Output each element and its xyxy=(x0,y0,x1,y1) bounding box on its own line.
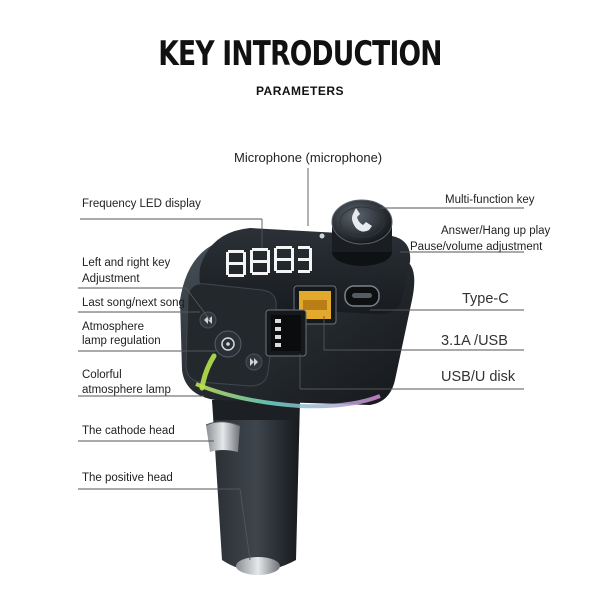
microphone-hole xyxy=(319,233,325,239)
label-atmosphere-2: lamp regulation xyxy=(82,335,161,347)
previous-track-icon xyxy=(204,316,212,324)
label-type-c: Type-C xyxy=(462,291,509,307)
phone-icon xyxy=(352,208,372,232)
label-atmosphere-1: Atmosphere xyxy=(82,321,145,333)
page-subtitle: PARAMETERS xyxy=(255,84,345,98)
led-display xyxy=(226,246,312,277)
label-positive-head: The positive head xyxy=(82,472,173,484)
callout-lines xyxy=(78,168,524,561)
colorful-lamp-glow xyxy=(199,353,217,391)
charger-head xyxy=(180,199,415,409)
atmosphere-lamp-strip xyxy=(195,382,381,409)
label-frequency-display: Frequency LED display xyxy=(82,198,201,210)
plug-stem xyxy=(205,400,300,575)
cathode-contact xyxy=(206,421,240,452)
label-colorful-2: atmosphere lamp xyxy=(82,384,171,396)
label-usb-disk: USB/U disk xyxy=(441,369,516,385)
multi-function-knob xyxy=(331,199,393,266)
label-colorful-1: Colorful xyxy=(82,369,122,381)
lamp-button xyxy=(214,330,242,358)
label-left-right-key: Left and right key xyxy=(82,257,171,269)
label-microphone: Microphone (microphone) xyxy=(234,150,383,165)
label-pause-volume: Pause/volume adjustment xyxy=(410,241,543,253)
label-last-next-song: Last song/next song xyxy=(82,297,185,309)
page-title: KEY INTRODUCTION xyxy=(158,34,442,74)
label-usb-31a: 3.1A /USB xyxy=(441,333,508,349)
usb-disk-port xyxy=(265,309,307,357)
label-answer-hangup: Answer/Hang up play xyxy=(441,225,551,237)
label-adjustment: Adjustment xyxy=(82,273,140,285)
label-multi-function-key: Multi-function key xyxy=(445,194,535,206)
light-icon xyxy=(226,342,230,346)
positive-tip xyxy=(236,557,280,575)
type-c-port xyxy=(344,285,380,307)
label-cathode-head: The cathode head xyxy=(82,425,175,437)
prev-next-buttons xyxy=(199,311,263,371)
next-track-icon xyxy=(250,358,258,366)
